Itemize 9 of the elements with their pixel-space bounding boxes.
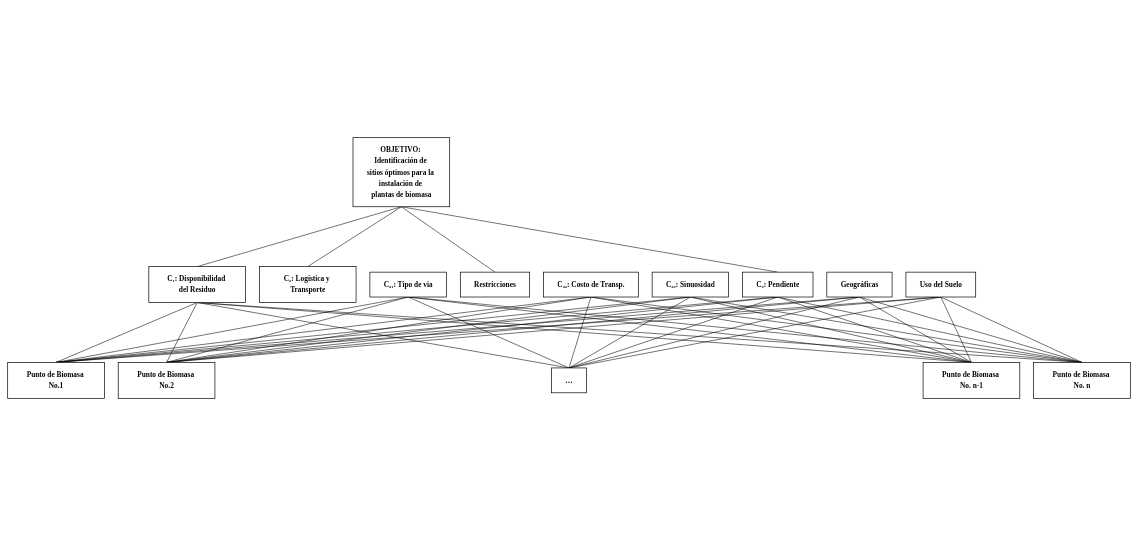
connector bbox=[568, 296, 778, 368]
connector bbox=[166, 301, 198, 363]
connector bbox=[777, 296, 972, 363]
connector bbox=[859, 296, 972, 363]
connector bbox=[307, 205, 402, 267]
connector bbox=[568, 296, 592, 368]
connector bbox=[940, 296, 972, 363]
connector bbox=[568, 296, 691, 368]
connector bbox=[401, 205, 496, 272]
